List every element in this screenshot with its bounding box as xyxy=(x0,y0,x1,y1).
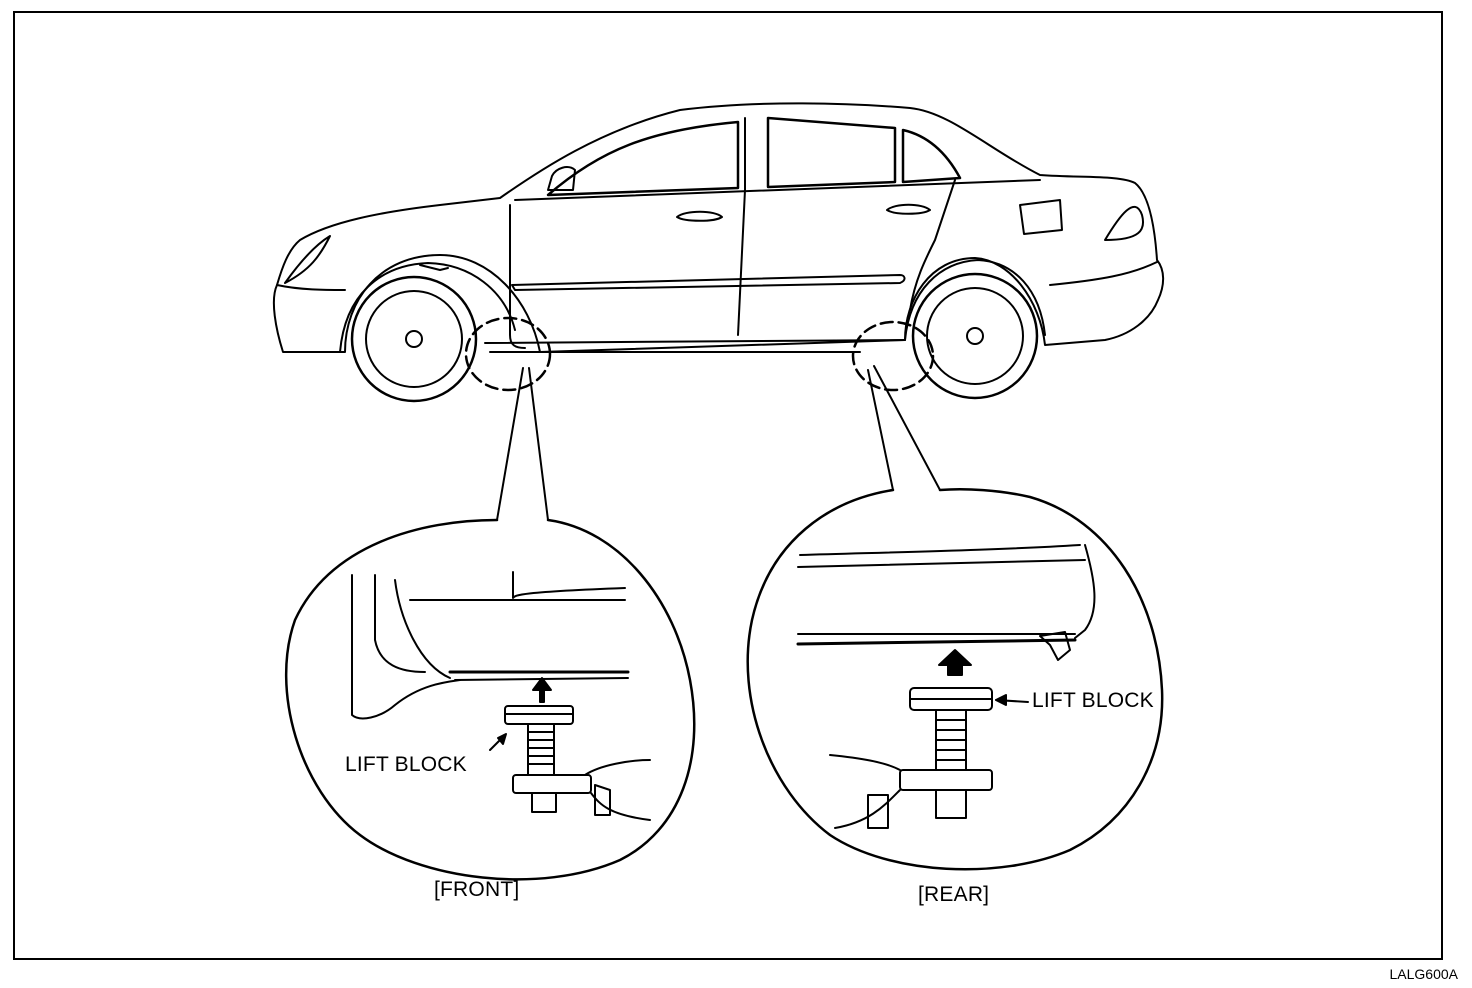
figure-code: LALG600A xyxy=(1389,966,1459,982)
rear-lift-block-label: LIFT BLOCK xyxy=(1032,689,1154,712)
front-lift-block-label: LIFT BLOCK xyxy=(345,753,467,776)
rear-callout xyxy=(746,320,1164,871)
front-detail-icon xyxy=(351,571,651,821)
car-icon xyxy=(272,102,1165,403)
rear-detail-icon xyxy=(796,544,1096,829)
front-caption: [FRONT] xyxy=(434,878,520,901)
front-callout xyxy=(284,316,696,881)
figure-frame xyxy=(13,11,1443,960)
rear-caption: [REAR] xyxy=(918,883,990,906)
